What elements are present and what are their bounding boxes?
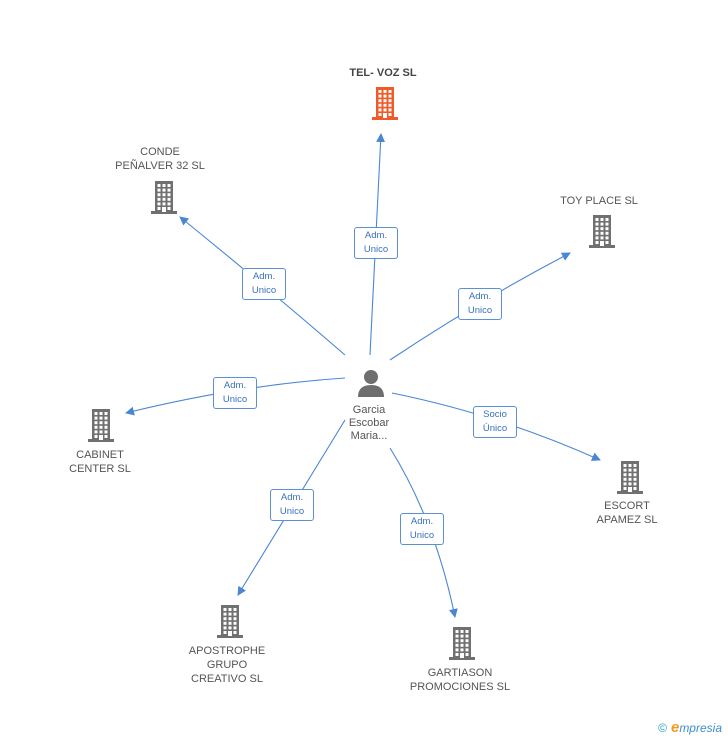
relation-line-1: Adm.: [468, 291, 492, 302]
building-icon[interactable]: [446, 626, 478, 660]
company-name-line-2: CENTER SL: [69, 463, 131, 475]
company-toyplace[interactable]: TOY PLACE SL: [549, 194, 649, 208]
brand-logo: ©empresia: [658, 719, 722, 736]
company-name-line-2: GRUPO: [206, 659, 248, 671]
company-gartiason[interactable]: GARTIASON PROMOCIONES SL: [400, 666, 520, 694]
company-name-line-1: CONDE: [140, 146, 180, 158]
relation-line-2: Unico: [251, 285, 277, 296]
company-name-line-1: APOSTROPHE: [188, 645, 266, 657]
relation-line-2: Unico: [363, 244, 389, 255]
relation-line-2: Unico: [279, 506, 305, 517]
relation-line-1: Adm.: [252, 271, 276, 282]
relation-line-2: Unico: [409, 530, 435, 541]
copyright-symbol: ©: [658, 721, 667, 735]
relation-badge-escort[interactable]: Socio Único: [473, 406, 517, 438]
building-icon[interactable]: [369, 86, 401, 120]
relation-badge-apostrophe[interactable]: Adm. Unico: [270, 489, 314, 521]
company-conde[interactable]: CONDE PEÑALVER 32 SL: [100, 145, 220, 173]
relation-line-1: Socio: [483, 409, 507, 420]
person-name-line-3: Maria...: [350, 430, 388, 442]
building-icon[interactable]: [214, 604, 246, 638]
company-name-line-1: CABINET: [76, 449, 124, 461]
company-escort[interactable]: ESCORT APAMEZ SL: [577, 499, 677, 527]
relation-line-1: Adm.: [223, 380, 247, 391]
company-cabinet[interactable]: CABINET CENTER SL: [50, 448, 150, 476]
company-name-line-3: CREATIVO SL: [191, 673, 263, 685]
relation-line-1: Adm.: [280, 492, 304, 503]
company-name-line-2: APAMEZ SL: [596, 514, 658, 526]
relation-line-2: Unico: [467, 305, 493, 316]
relation-badge-telvoz[interactable]: Adm. Unico: [354, 227, 398, 259]
brand-name: mpresia: [679, 721, 722, 735]
company-name-line-1: ESCORT: [604, 500, 650, 512]
person-name-line-1: Garcia: [352, 404, 386, 416]
relation-line-2: Unico: [222, 394, 248, 405]
relation-line-1: Adm.: [410, 516, 434, 527]
company-name: TEL- VOZ SL: [349, 67, 417, 79]
brand-initial: e: [670, 719, 680, 736]
relation-badge-gartiason[interactable]: Adm. Unico: [400, 513, 444, 545]
relation-line-1: Adm.: [364, 230, 388, 241]
building-icon[interactable]: [148, 180, 180, 214]
person-name[interactable]: Garcia Escobar Maria...: [329, 404, 409, 443]
company-name: TOY PLACE SL: [560, 195, 638, 207]
company-name-line-2: PEÑALVER 32 SL: [115, 160, 205, 172]
company-telvoz[interactable]: TEL- VOZ SL: [333, 66, 433, 80]
building-icon[interactable]: [85, 408, 117, 442]
relation-line-2: Único: [482, 423, 508, 434]
person-icon[interactable]: [356, 368, 386, 398]
company-name-line-2: PROMOCIONES SL: [409, 681, 511, 693]
relation-badge-cabinet[interactable]: Adm. Unico: [213, 377, 257, 409]
building-icon[interactable]: [614, 460, 646, 494]
person-name-line-2: Escobar: [348, 417, 390, 429]
company-name-line-1: GARTIASON: [427, 667, 493, 679]
relation-badge-toyplace[interactable]: Adm. Unico: [458, 288, 502, 320]
company-apostrophe[interactable]: APOSTROPHE GRUPO CREATIVO SL: [177, 644, 277, 686]
building-icon[interactable]: [586, 214, 618, 248]
relation-badge-conde[interactable]: Adm. Unico: [242, 268, 286, 300]
